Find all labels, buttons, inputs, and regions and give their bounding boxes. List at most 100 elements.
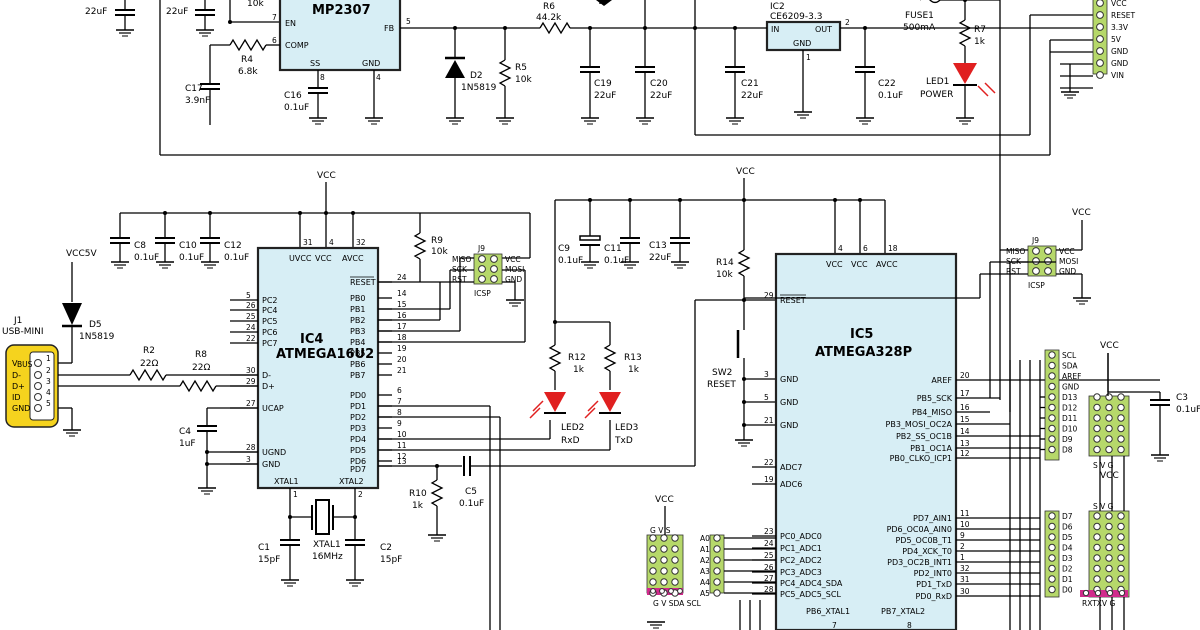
- power-header-label: VIN: [1111, 71, 1124, 80]
- ic4-top-pin: UVCC: [289, 254, 312, 263]
- icsp-right-label: VCC: [505, 255, 521, 264]
- ic5-left-pin: ADC6: [780, 480, 802, 489]
- ic5-pin-number: 24: [764, 539, 774, 548]
- ic5-top-pin: AVCC: [876, 260, 898, 269]
- power-header-label: 5V: [1111, 35, 1122, 44]
- ic5-left-pin: PC3_ADC3: [780, 568, 822, 577]
- ic5-left-pin: GND: [780, 375, 798, 384]
- r2-value: 22Ω: [140, 359, 158, 369]
- ic4-pin-number: 8: [397, 408, 402, 417]
- ic4-right-pin: PD0: [350, 391, 366, 400]
- j1-name: USB-MINI: [2, 327, 44, 337]
- ic5-right-pin: PD7_AIN1: [913, 514, 952, 523]
- mp2307-chip: [278, 0, 402, 72]
- vcc-label-c3: VCC: [1100, 341, 1119, 351]
- led3-value: TxD: [614, 436, 633, 446]
- ic2-name: CE6209-3.3: [770, 12, 822, 22]
- rx-tx-leds: R12 1k LED2 RxD R13 1k LED3 TxD: [529, 200, 642, 446]
- ic4-left-pin: PC7: [262, 339, 278, 348]
- usb-pin-number: 3: [46, 377, 51, 386]
- mp2307-name: MP2307: [312, 3, 371, 18]
- c21-value: 22uF: [741, 91, 763, 101]
- r6-value: 44.2k: [536, 13, 562, 23]
- digital-bottom-label: D5: [1062, 533, 1073, 542]
- ic4-pin-number: 19: [397, 344, 407, 353]
- ic4-pin-number: 5: [246, 291, 251, 300]
- led1-power-led: [953, 63, 977, 84]
- ic4-pin-number: 17: [397, 322, 407, 331]
- ic4-pin-number: 28: [246, 443, 256, 452]
- mp2307-pin6: 6: [272, 36, 277, 45]
- ic4-pin-number: 24: [397, 273, 407, 282]
- r2-ref: R2: [143, 346, 155, 356]
- ic5-pin-number: 7: [832, 621, 837, 630]
- c5-ref: C5: [465, 487, 477, 497]
- c1-ref: C1: [258, 543, 270, 553]
- ic2-in-pin: IN: [771, 25, 779, 34]
- ic2-ref: IC2: [770, 2, 785, 12]
- ic5-pin-number: 14: [960, 427, 970, 436]
- ic5-bottom-pin: PB6_XTAL1: [806, 607, 850, 616]
- ic4-left-pin: PC6: [262, 328, 278, 337]
- usb-pin-label: V: [12, 359, 18, 368]
- ic5-left-pin: PC0_ADC0: [780, 532, 822, 541]
- ic5-left-pin: ADC7: [780, 463, 802, 472]
- r13-ref: R13: [624, 353, 642, 363]
- ic5-bottom-pin: PB7_XTAL2: [881, 607, 925, 616]
- ic5-pin-number: 9: [960, 531, 965, 540]
- ic2-pin1: 1: [806, 53, 811, 62]
- icsp-name: ICSP: [1028, 281, 1045, 290]
- svg-header-top-label: S V G: [1093, 461, 1114, 470]
- ic5-pin-number: 30: [960, 587, 970, 596]
- ic5-name: ATMEGA328P: [815, 345, 912, 360]
- r14-value: 10k: [716, 270, 733, 280]
- r7-value: 1k: [974, 37, 986, 47]
- ic5-pin-number: 12: [960, 449, 970, 458]
- led3-txd-led: [599, 392, 621, 412]
- digital-bottom-label: D7: [1062, 512, 1073, 521]
- r3-value: 10k: [247, 0, 264, 9]
- ic4-pin-number: 1: [293, 490, 298, 499]
- led2-rxd-led: [544, 392, 566, 412]
- r5-ref: R5: [515, 63, 527, 73]
- c17-ref: C17: [185, 84, 203, 94]
- c22-value: 0.1uF: [878, 91, 903, 101]
- r10-value: 1k: [412, 501, 424, 511]
- ic5-pin-number: 11: [960, 509, 970, 518]
- ic5-pin-number: 27: [764, 574, 774, 583]
- digital-top-label: SCL: [1062, 351, 1077, 360]
- digital-bottom-label: D4: [1062, 544, 1073, 553]
- ic4-left-pin: UGND: [262, 448, 286, 457]
- c19-value: 22uF: [594, 91, 616, 101]
- icsp-left-label: MISO: [452, 255, 471, 264]
- led1-ref: LED1: [926, 77, 949, 87]
- ic5-top-pin: VCC: [851, 260, 868, 269]
- mp2307-en-pin: EN: [285, 19, 296, 28]
- xtal1-ref: XTAL1: [313, 540, 341, 550]
- r14-ref: R14: [716, 258, 734, 268]
- digital-bottom-label: D6: [1062, 523, 1073, 532]
- ic4-right-pin: PD7: [350, 465, 366, 474]
- c16-ref: C16: [284, 91, 302, 101]
- ic2-pin2: 2: [845, 18, 850, 27]
- j1-ref: J1: [13, 316, 22, 326]
- ic4-left-pin: GND: [262, 460, 280, 469]
- c9-ref: C9: [558, 244, 570, 254]
- ic4-right-pin: PD1: [350, 402, 366, 411]
- ic5-pin-number: 4: [838, 244, 843, 253]
- ic4-right-pin: PB6: [350, 360, 365, 369]
- d5-ref: D5: [89, 320, 102, 330]
- analog-label: A1: [700, 545, 710, 554]
- ic4-left-pin: D+: [262, 382, 275, 391]
- c2-value: 15pF: [380, 555, 402, 565]
- digital-top-label: GND: [1062, 383, 1079, 392]
- ic5-left-pin: PC4_ADC4_SDA: [780, 579, 843, 588]
- ic5-pin-number: 25: [764, 551, 774, 560]
- ic4-left-pin: PC5: [262, 317, 278, 326]
- power-header-label: RESET: [1111, 11, 1135, 20]
- ic5-pin-number: 29: [764, 291, 774, 300]
- vcc5v-label: VCC5V: [66, 249, 97, 259]
- usb-pin-number: 2: [46, 366, 51, 375]
- c10-ref: C10: [179, 241, 197, 251]
